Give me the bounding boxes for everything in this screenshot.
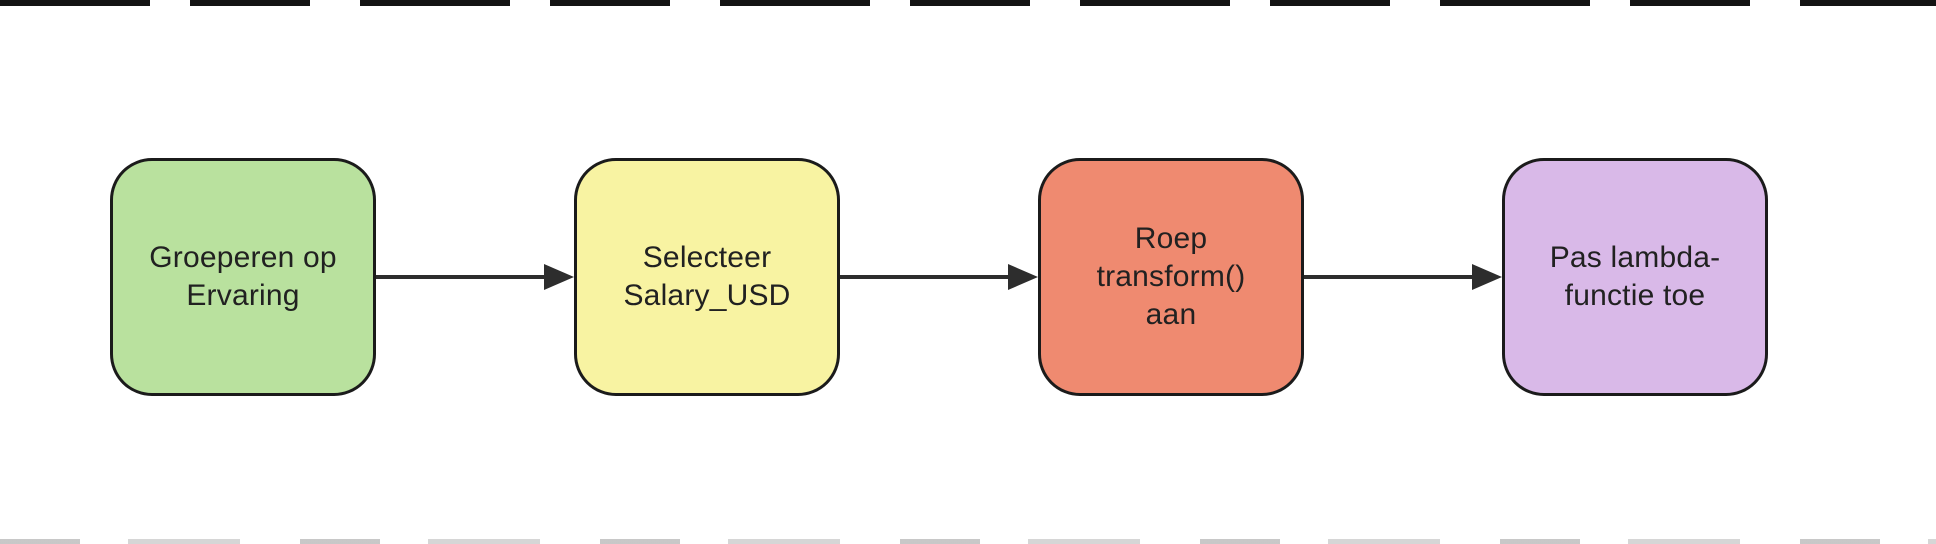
node-label: Groeperen op Ervaring [149,241,337,312]
node-label: Pas lambda- functie toe [1549,241,1721,312]
arrow-connector-3 [1304,264,1502,290]
node-selecteer-salary-usd: Selecteer Salary_USD [574,158,840,396]
arrow-head-icon [1008,264,1038,290]
node-groeperen-op-ervaring: Groeperen op Ervaring [110,158,376,396]
arrow-head-icon [1472,264,1502,290]
top-edge-artifact [0,0,1936,6]
arrow-head-icon [544,264,574,290]
flow-row: Groeperen op Ervaring Selecteer Salary_U… [110,158,1768,396]
node-label: Selecteer Salary_USD [623,241,791,312]
arrow-connector-1 [376,264,574,290]
node-pas-lambda-functie-toe: Pas lambda- functie toe [1502,158,1768,396]
arrow-line [1304,275,1473,279]
bottom-edge-artifact [0,539,1936,544]
arrow-line [840,275,1009,279]
arrow-line [376,275,545,279]
arrow-connector-2 [840,264,1038,290]
node-roep-transform-aan: Roep transform() aan [1038,158,1304,396]
node-label: Roep transform() aan [1096,222,1246,331]
